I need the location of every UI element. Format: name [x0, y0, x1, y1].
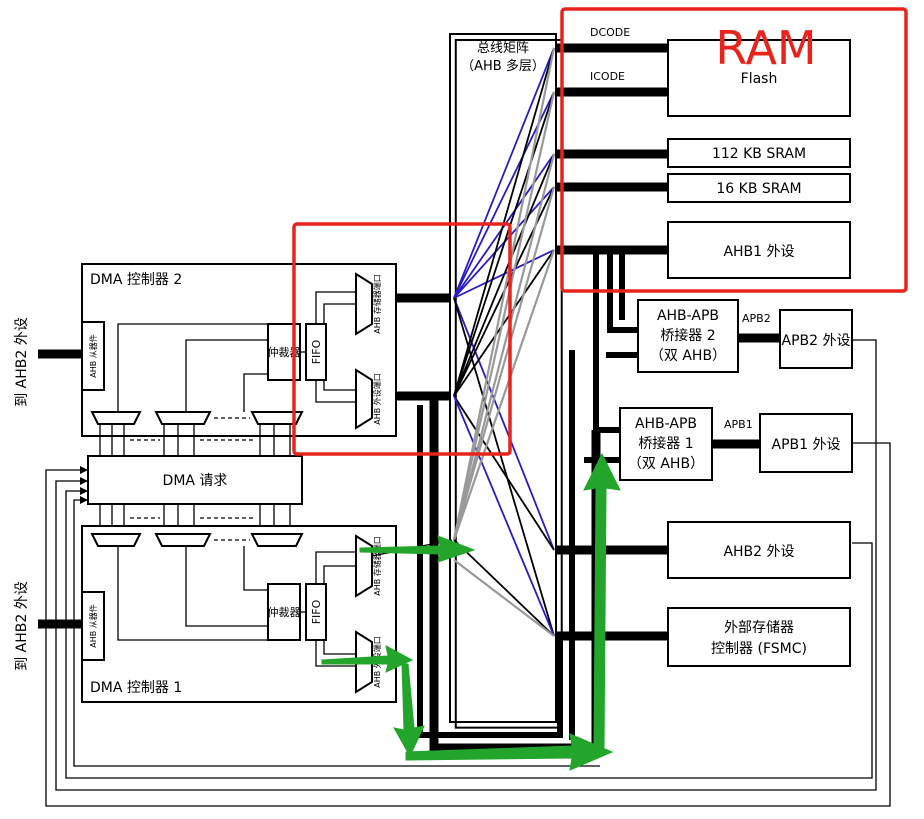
dma1-title: DMA 控制器 1 — [90, 680, 182, 696]
dma-controller-2: DMA 控制器 2 AHB 从器件 仲裁器 FIFO AHB 存储器端口 AHB… — [81, 263, 397, 437]
matrix-subtitle: （AHB 多层） — [461, 58, 545, 74]
red-highlight-boxes: RAM — [292, 7, 908, 456]
dma2-mem-port-label: AHB 存储器端口 — [372, 274, 382, 334]
sram16-block: 16 KB SRAM — [667, 173, 851, 203]
dma-request-label: DMA 请求 — [163, 473, 228, 489]
flash-block: Flash — [667, 39, 851, 117]
dma1-slave-label: AHB 从器件 — [88, 604, 98, 648]
dcode-label: DCODE — [590, 26, 630, 39]
bridge1-line1: AHB-APB — [635, 416, 697, 432]
dma1-arbiter-label: 仲裁器 — [268, 605, 301, 619]
dma2-title: DMA 控制器 2 — [90, 272, 182, 288]
apb2-periph-label: APB2 外设 — [782, 333, 851, 349]
dma2-fifo-label: FIFO — [310, 339, 323, 364]
bridge2-line3: （双 AHB） — [650, 348, 726, 364]
fsmc-block: 外部存储器 控制器 (FSMC) — [667, 607, 851, 667]
ahb2-periph-label: AHB2 外设 — [723, 544, 794, 560]
sram112-label: 112 KB SRAM — [712, 146, 806, 162]
fsmc-line1: 外部存储器 — [724, 620, 794, 636]
icode-label: ICODE — [590, 70, 625, 83]
bridge1-line2: 桥接器 1 — [638, 435, 693, 452]
matrix-title: 总线矩阵 — [477, 41, 529, 56]
dma-controller-1: DMA 控制器 1 AHB 从器件 仲裁器 FIFO AHB 存储器端口 AHB… — [81, 525, 397, 703]
bridge1-block: AHB-APB 桥接器 1 （双 AHB） — [619, 407, 713, 481]
sram112-block: 112 KB SRAM — [667, 138, 851, 168]
fsmc-line2: 控制器 (FSMC) — [711, 641, 807, 657]
dma-request-block: DMA 请求 — [87, 424, 303, 532]
sram16-label: 16 KB SRAM — [716, 181, 801, 197]
ahb1-periph-label: AHB1 外设 — [723, 244, 794, 260]
bridge2-line2: 桥接器 2 — [660, 327, 715, 344]
ram-label: RAM — [715, 21, 816, 75]
to-ahb2-bottom-label: 到 AHB2 外设 — [14, 581, 30, 671]
dma-request-loop-wires — [45, 339, 891, 807]
system-bus-lines — [556, 43, 780, 740]
bridge2-line1: AHB-APB — [657, 308, 719, 324]
dma1-mem-port-label: AHB 存储器端口 — [372, 536, 382, 596]
to-ahb2-top-label: 到 AHB2 外设 — [14, 317, 30, 407]
dma2-periph-port-label: AHB 外设端口 — [372, 373, 382, 425]
ahb1-periph-block: AHB1 外设 — [667, 221, 851, 279]
apb2-label: APB2 — [742, 312, 771, 325]
apb1-periph-label: APB1 外设 — [772, 437, 841, 453]
dma2-slave-label: AHB 从器件 — [88, 334, 98, 378]
matrix-crossbar — [452, 47, 556, 637]
bridge1-line3: （双 AHB） — [628, 456, 704, 472]
flash-label: Flash — [741, 71, 778, 87]
dma1-fifo-label: FIFO — [310, 599, 323, 624]
bridge2-block: AHB-APB 桥接器 2 （双 AHB） — [637, 299, 739, 373]
apb1-label: APB1 — [724, 418, 753, 431]
bus-matrix: 总线矩阵 （AHB 多层） — [449, 33, 563, 729]
ahb2-periph-block: AHB2 外设 — [667, 521, 851, 579]
apb1-periph-block: APB1 外设 — [759, 413, 853, 473]
apb2-periph-block: APB2 外设 — [779, 309, 853, 369]
green-path-arrows — [321, 452, 621, 771]
